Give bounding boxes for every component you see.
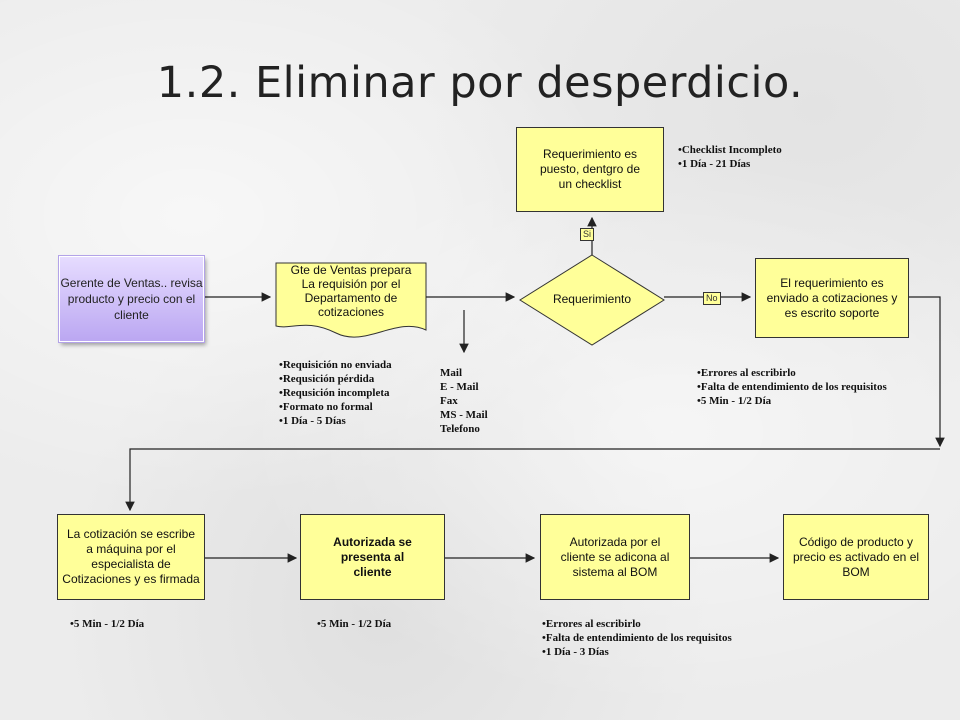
requisicion-notes: Requisición no enviada Requsición pérdid… — [279, 358, 392, 428]
note-item: Falta de entendimiento de los requisitos — [542, 631, 732, 645]
note-item: Falta de entendimiento de los requisitos — [697, 380, 887, 394]
yes-label: Si — [580, 228, 595, 241]
medio-item: Fax — [440, 395, 458, 407]
checklist-box: Requerimiento es puesto, dentgro de un c… — [516, 127, 664, 212]
note-item: Requisición no enviada — [279, 358, 392, 372]
medios-list: Mail E - Mail Fax MS - Mail Telefono — [440, 366, 488, 436]
medio-item: MS - Mail — [440, 409, 488, 421]
note-item: 1 Día - 5 Días — [279, 414, 392, 428]
medio-item: Mail — [440, 367, 462, 379]
cotizaciones-box: El requerimiento es enviado a cotizacion… — [755, 258, 909, 338]
tiempo-notes-1: 5 Min - 1/2 Día — [70, 617, 144, 631]
document-heading: Gte de Ventas prepara — [290, 263, 412, 277]
note-item: 5 Min - 1/2 Día — [317, 617, 391, 631]
start-node-gerente: Gerente de Ventas.. revisa producto y pr… — [59, 256, 204, 342]
autorizada-presenta-box: Autorizada se presenta al cliente — [300, 514, 445, 600]
no-label: No — [703, 292, 721, 305]
cotizacion-maquina-box: La cotización se escribe a máquina por e… — [57, 514, 205, 600]
medio-item: Telefono — [440, 423, 480, 435]
note-item: 1 Día - 21 Días — [678, 157, 782, 171]
errores-notes-1: Errores al escribirlo Falta de entendimi… — [697, 366, 887, 408]
note-item: 5 Min - 1/2 Día — [70, 617, 144, 631]
decision-diamond — [519, 254, 665, 346]
note-item: Errores al escribirlo — [542, 617, 732, 631]
document-shape — [275, 262, 427, 338]
note-item: Formato no formal — [279, 400, 392, 414]
document-body: La requisión por el Departamento de coti… — [301, 277, 401, 319]
tiempo-notes-2: 5 Min - 1/2 Día — [317, 617, 391, 631]
note-item: Requsición incompleta — [279, 386, 392, 400]
note-item: Errores al escribirlo — [697, 366, 887, 380]
note-item: Requsición pérdida — [279, 372, 392, 386]
checklist-notes: Checklist Incompleto 1 Día - 21 Días — [678, 143, 782, 171]
decision-label: Requerimiento — [552, 292, 632, 306]
note-item: 1 Día - 3 Días — [542, 645, 732, 659]
note-item: Checklist Incompleto — [678, 143, 782, 157]
note-item: 5 Min - 1/2 Día — [697, 394, 887, 408]
codigo-producto-box: Código de producto y precio es activado … — [783, 514, 929, 600]
slide-title: 1.2. Eliminar por desperdicio. — [156, 58, 804, 108]
autorizada-bom-box: Autorizada por el cliente se adicona al … — [540, 514, 690, 600]
requisition-document: Gte de Ventas prepara La requisión por e… — [276, 263, 426, 319]
medio-item: E - Mail — [440, 381, 479, 393]
errores-notes-2: Errores al escribirlo Falta de entendimi… — [542, 617, 732, 659]
